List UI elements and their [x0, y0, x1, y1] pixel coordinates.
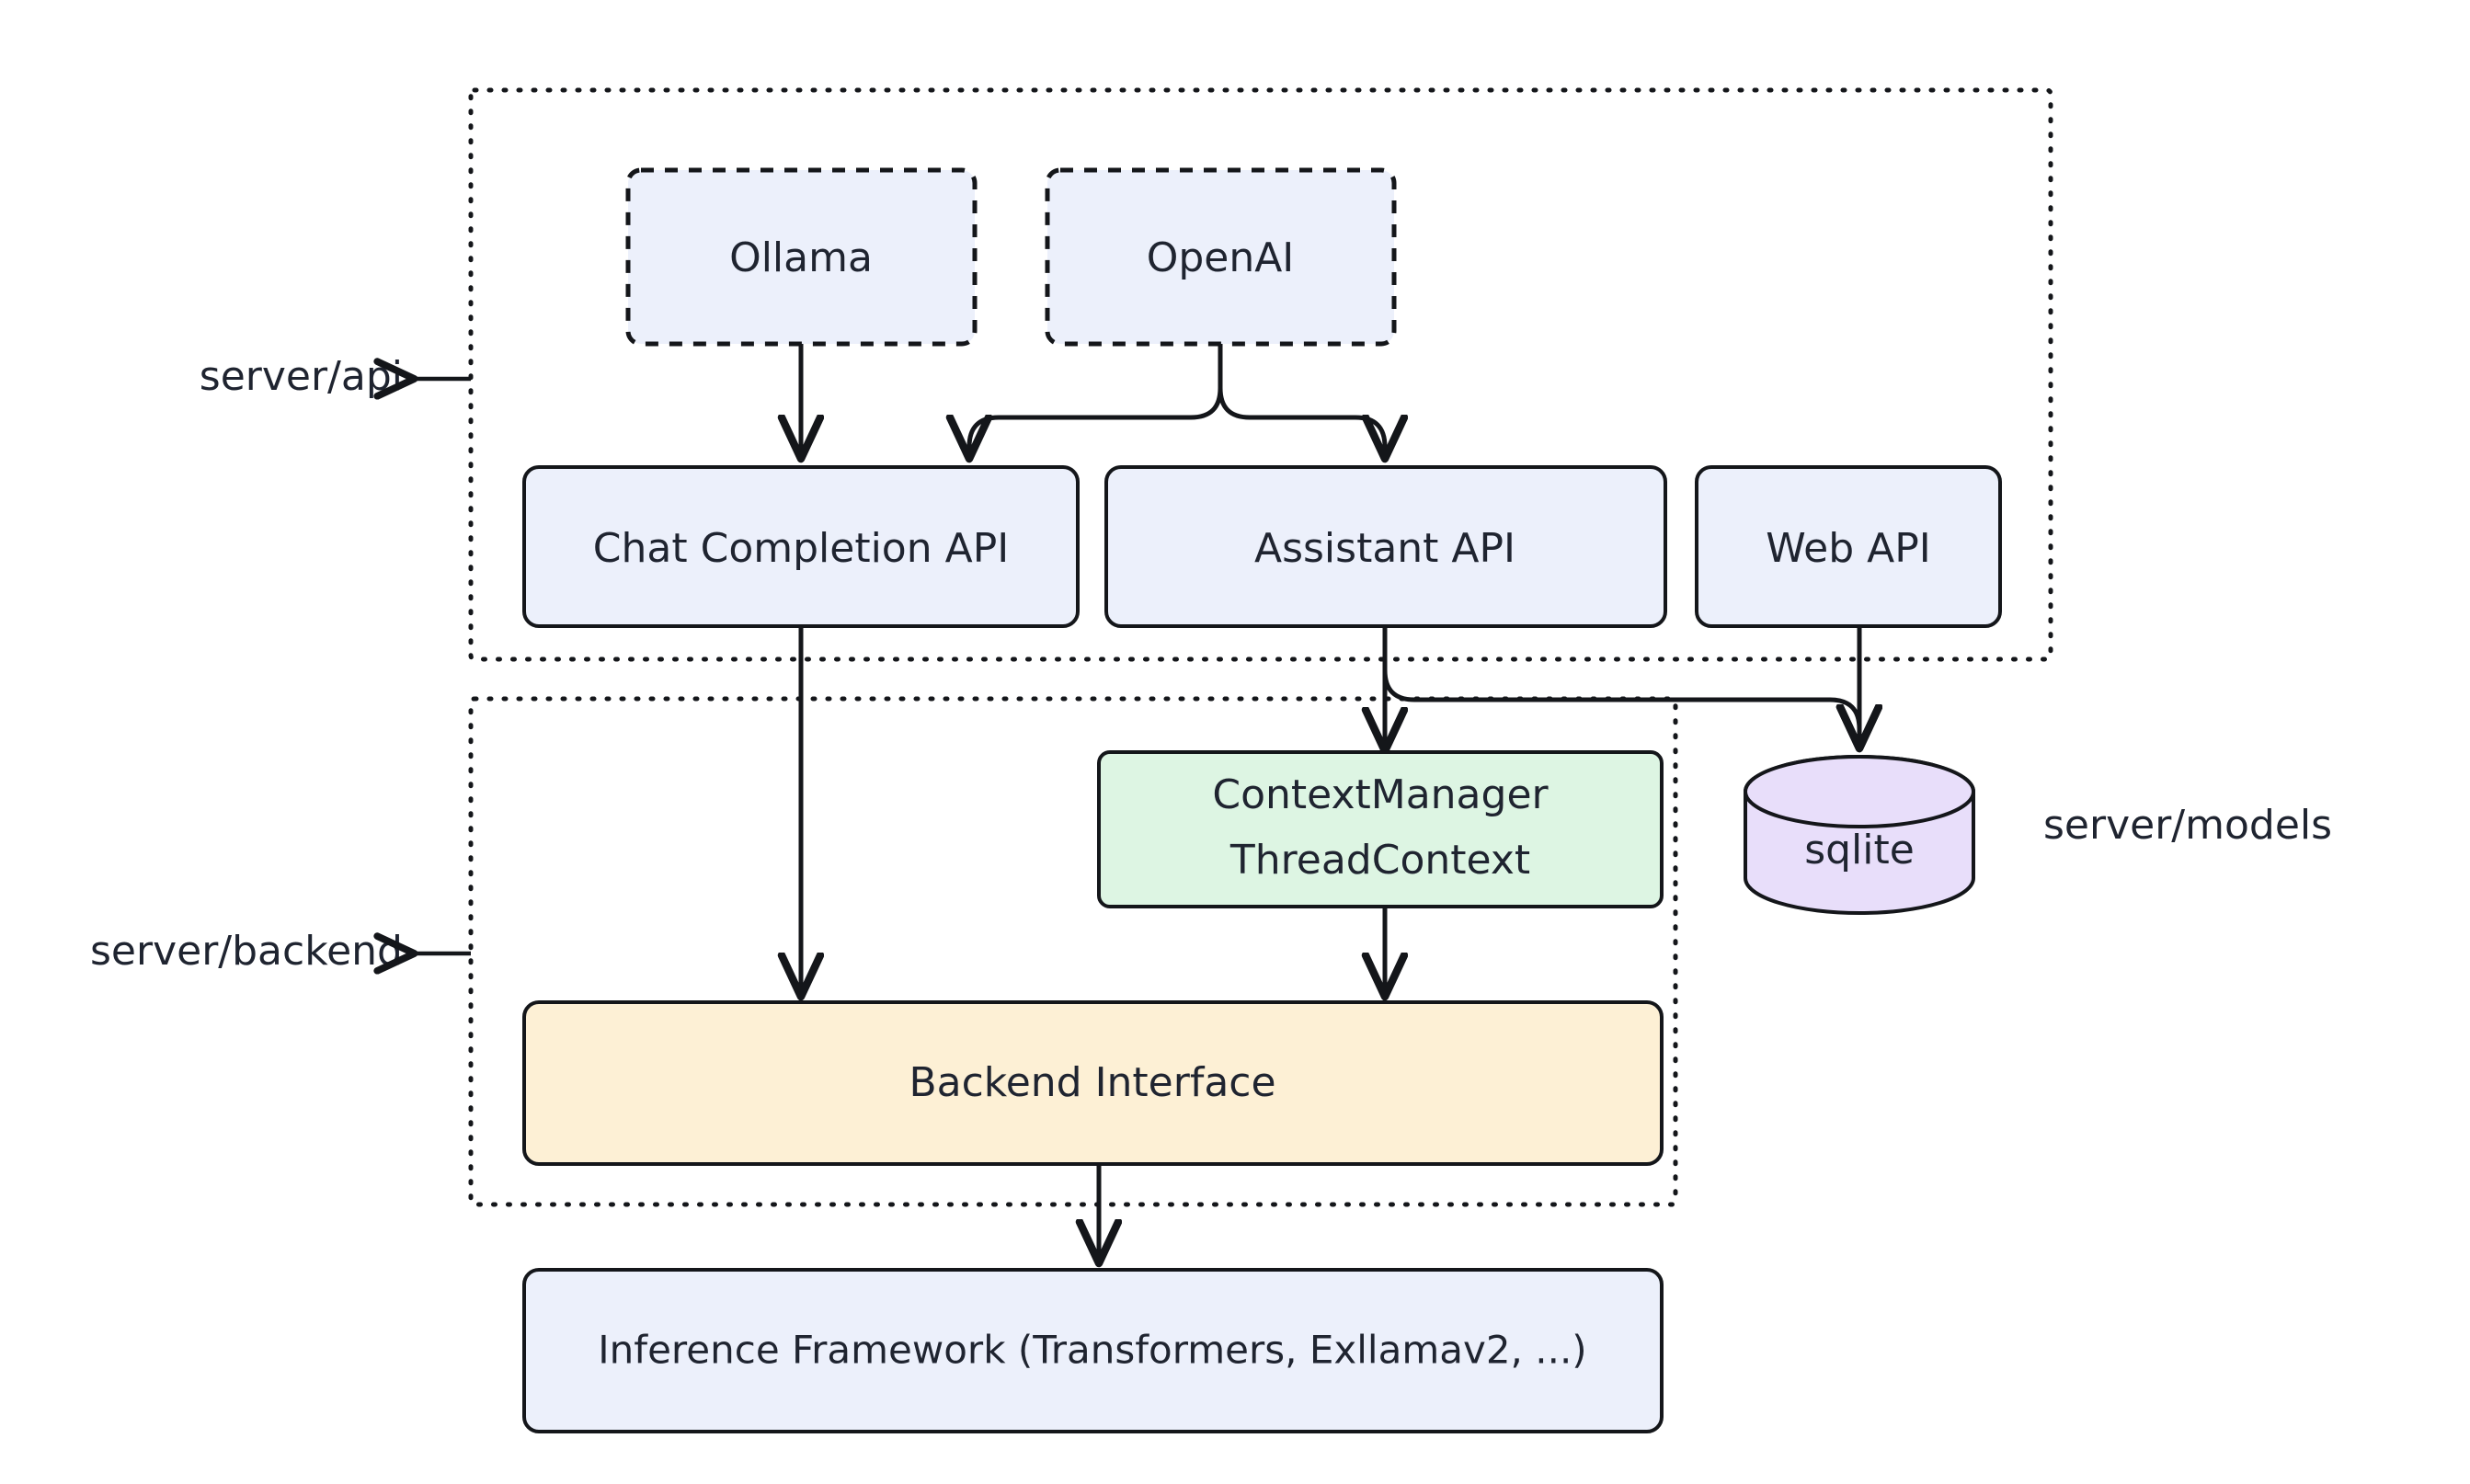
node-assistant-api[interactable]: Assistant API [1104, 465, 1667, 628]
group-label-server-api-text: server/api [200, 353, 403, 400]
node-chat-completion-api-shape[interactable] [522, 465, 1080, 628]
node-backend-interface[interactable]: Backend Interface [522, 1000, 1664, 1166]
node-inference-framework-shape[interactable] [522, 1268, 1664, 1433]
node-context-manager-label-line2: ThreadContext [1229, 837, 1530, 884]
edge-openai-to-assistant-api [1218, 387, 1385, 457]
node-chat-completion-api[interactable]: Chat Completion API [522, 465, 1080, 628]
edge-assistant-api-to-sqlite [1382, 669, 1859, 747]
node-context-manager[interactable]: ContextManager ThreadContext [1097, 750, 1664, 908]
node-context-manager-shape[interactable] [1097, 750, 1664, 908]
group-container-server-api [468, 87, 2053, 662]
node-openai-label: OpenAI [1147, 234, 1295, 281]
node-chat-completion-api-label: Chat Completion API [593, 525, 1009, 572]
node-web-api[interactable]: Web API [1695, 465, 2002, 628]
group-label-server-backend-text: server/backend [90, 928, 403, 975]
node-openai-shape[interactable] [1045, 167, 1397, 347]
node-context-manager-label-line1: ContextManager [1212, 771, 1549, 818]
node-backend-interface-label: Backend Interface [909, 1059, 1275, 1106]
node-sqlite-label: sqlite [1804, 827, 1915, 873]
node-web-api-label: Web API [1766, 525, 1931, 572]
node-assistant-api-shape[interactable] [1104, 465, 1667, 628]
node-inference-framework-label: Inference Framework (Transformers, Exlla… [598, 1328, 1586, 1373]
group-label-server-models-text: server/models [2043, 802, 2332, 849]
node-web-api-shape[interactable] [1695, 465, 2002, 628]
group-label-server-backend: server/backend [90, 928, 471, 975]
node-ollama-label: Ollama [729, 234, 873, 281]
edge-openai-to-chat-completion-api [969, 387, 1223, 457]
node-openai[interactable]: OpenAI [1045, 167, 1397, 347]
node-sqlite-top-ellipse [1744, 755, 1975, 828]
node-inference-framework[interactable]: Inference Framework (Transformers, Exlla… [522, 1268, 1664, 1433]
node-assistant-api-label: Assistant API [1254, 525, 1515, 572]
node-ollama[interactable]: Ollama [625, 167, 978, 347]
node-ollama-shape[interactable] [625, 167, 978, 347]
node-backend-interface-shape[interactable] [522, 1000, 1664, 1166]
group-label-server-api: server/api [200, 353, 471, 400]
node-sqlite[interactable]: sqlite [1744, 755, 1975, 915]
